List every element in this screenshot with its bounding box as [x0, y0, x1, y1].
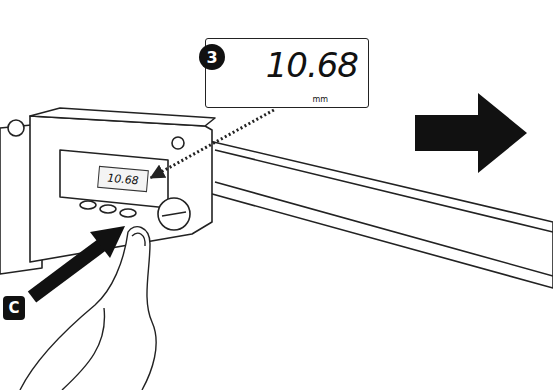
slider-body	[30, 116, 212, 262]
finger	[62, 308, 105, 390]
node-text: 3	[206, 48, 217, 67]
thumbnail	[132, 233, 145, 246]
reading: 10.68	[266, 45, 358, 85]
key-label: C	[3, 296, 25, 320]
slider-top	[30, 108, 215, 126]
beam-scale	[215, 150, 553, 276]
node-text: C	[8, 299, 19, 317]
button	[80, 201, 96, 209]
press-arrow-shaft	[32, 244, 103, 297]
callout-number: 3	[199, 44, 225, 70]
display-bezel	[60, 150, 168, 208]
next-step-arrow	[415, 93, 527, 173]
thumb-roller	[158, 198, 190, 230]
hand	[20, 227, 156, 390]
leader-line	[151, 110, 274, 178]
unit: mm	[312, 95, 328, 104]
caliper-display: 10.68	[97, 166, 149, 192]
node-text: 10.68	[107, 171, 140, 187]
caliper-beam	[205, 140, 553, 288]
lock-screw	[172, 137, 184, 149]
button	[120, 209, 136, 217]
roller-line	[162, 212, 186, 216]
press-arrow-head	[90, 226, 125, 258]
display-callout: 10.68 mm	[205, 38, 369, 108]
button	[100, 205, 116, 213]
knob	[8, 120, 24, 136]
thumb	[20, 227, 156, 390]
